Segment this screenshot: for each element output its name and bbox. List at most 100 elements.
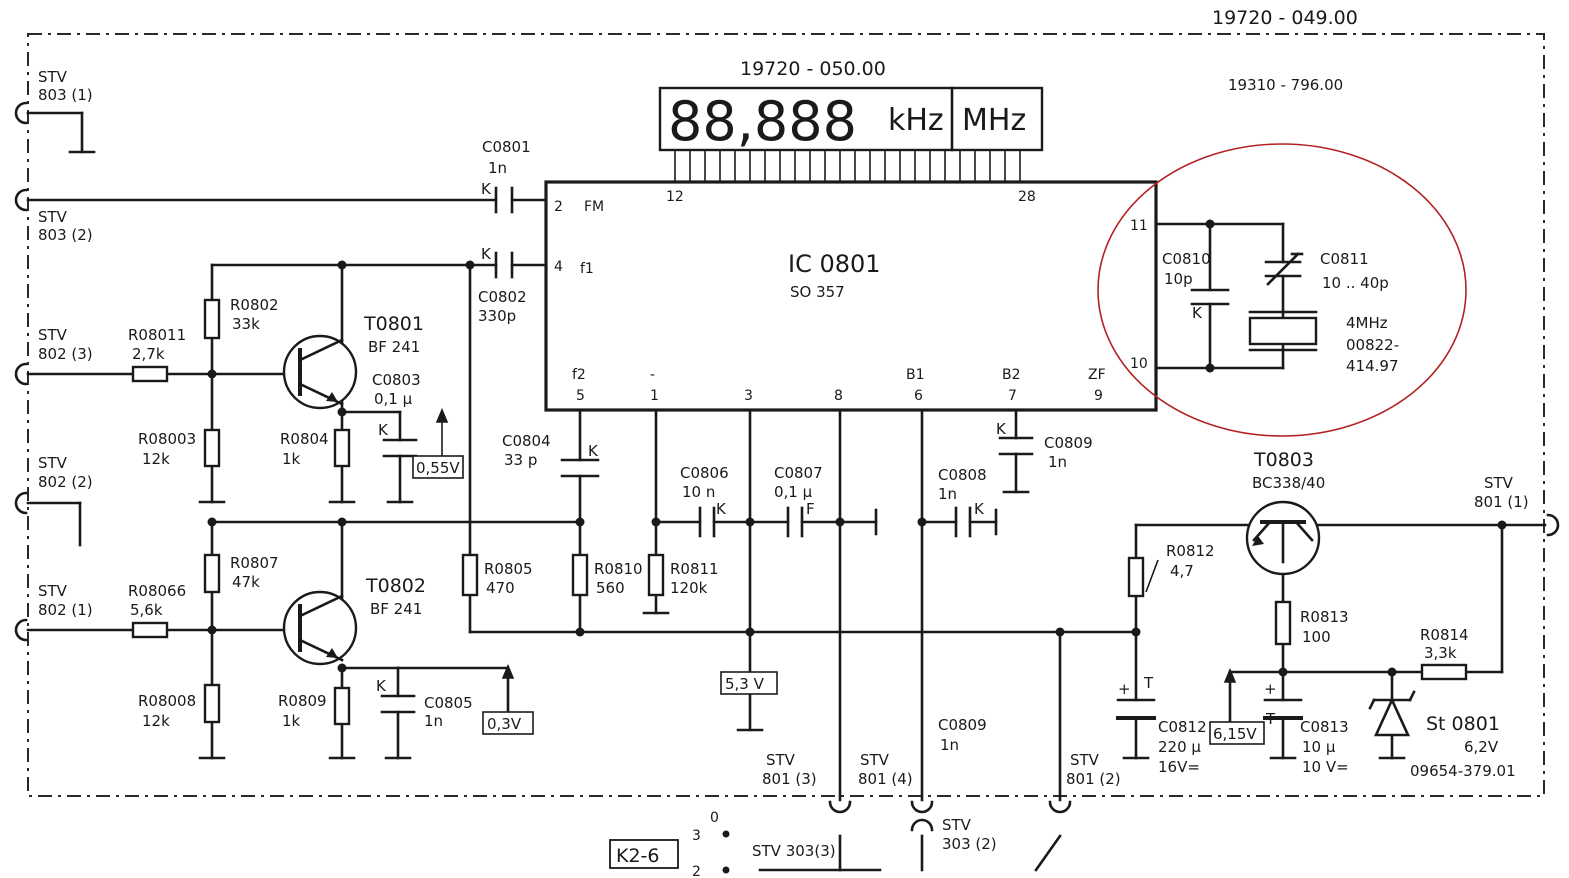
label-r0812-name: R0812	[1166, 542, 1215, 560]
label-c0802-value: 330p	[478, 307, 516, 325]
label-r08066-value: 5,6k	[130, 601, 163, 619]
label-r0814-value: 3,3k	[1424, 644, 1457, 662]
label-crystal-part-a: 00822-	[1346, 336, 1399, 354]
label-c0808-name: C0808	[938, 466, 987, 484]
label-stv803-2-a: STV	[38, 208, 68, 226]
ic-pin-b1-label: B1	[906, 367, 925, 383]
label-t0802-name: T0802	[365, 575, 426, 597]
label-r0811-name: R0811	[670, 560, 719, 578]
voltage-6-15v: 6,15V	[1213, 725, 1257, 743]
label-c0810-value: 10p	[1164, 270, 1193, 288]
connector-terminals	[14, 101, 1560, 832]
transistor-t0803	[1245, 500, 1321, 576]
resistor-r0809	[333, 686, 351, 726]
label-c0805-value: 1n	[424, 712, 443, 730]
display-unit-khz: kHz	[888, 103, 944, 138]
ic-pin-3: 3	[744, 388, 753, 404]
label-r0812-value: 4,7	[1170, 562, 1194, 580]
ic-pin-11: 11	[1130, 218, 1148, 234]
label-r08008-value: 12k	[142, 712, 170, 730]
label-stv802-1-a: STV	[38, 582, 68, 600]
mark-k-c0806: K	[716, 500, 727, 518]
ic-pin-2: 2	[554, 199, 563, 215]
crystal-assembly-number: 19310 - 796.00	[1228, 76, 1343, 94]
resistor-r08066	[131, 621, 169, 639]
resistor-r0805	[461, 553, 479, 597]
label-stv303-2-b: 303 (2)	[942, 835, 997, 853]
mark-k-c0808: K	[974, 500, 985, 518]
label-stv801-3-a: STV	[766, 751, 796, 769]
label-c0801-name: C0801	[482, 138, 531, 156]
ic-pin-8: 8	[834, 388, 843, 404]
mark-t-c0813: T	[1265, 710, 1276, 728]
ic-pin-fm-label: FM	[584, 199, 604, 215]
mark-t-c0812: T	[1143, 674, 1154, 692]
label-c0812-value: 220 µ	[1158, 738, 1201, 756]
ic-pin-b2-label: B2	[1002, 367, 1021, 383]
voltage-0-3v: 0,3V	[487, 715, 522, 733]
resistor-r0804	[333, 428, 351, 468]
ic-pin-5: 5	[576, 388, 585, 404]
crystal-4mhz	[1248, 316, 1318, 346]
label-stv801-1-a: STV	[1484, 474, 1514, 492]
label-c0802-name: C0802	[478, 288, 527, 306]
zener-st0801	[1368, 690, 1416, 737]
resistor-r0813	[1274, 600, 1292, 646]
label-t0803-name: T0803	[1253, 449, 1314, 471]
mark-f-c0807: F	[806, 500, 815, 518]
label-r0810-value: 560	[596, 579, 625, 597]
label-t0802-value: BF 241	[370, 600, 422, 618]
ic-0801: IC 0801 SO 357 12 28 2 FM 4 f1 11 10 f2 …	[544, 180, 1158, 412]
display-digits: 88,888	[668, 90, 857, 153]
label-stv801-4-b: 801 (4)	[858, 770, 913, 788]
ic-pin-minus-label: -	[650, 367, 655, 383]
label-r08066-name: R08066	[128, 582, 186, 600]
label-c0806-name: C0806	[680, 464, 729, 482]
label-c0809-value: 1n	[1048, 453, 1067, 471]
label-stv803-1-a: STV	[38, 68, 68, 86]
mark-k-c0804: K	[588, 442, 599, 460]
display-number: 19720 - 050.00	[740, 58, 886, 80]
label-c0806-value: 10 n	[682, 483, 715, 501]
label-stv801-2-b: 801 (2)	[1066, 770, 1121, 788]
switch-pos-2: 2	[692, 864, 701, 878]
label-c0804-value: 33 p	[504, 451, 537, 469]
ic-pin-12: 12	[666, 189, 684, 205]
label-c0811-value: 10 .. 40p	[1322, 274, 1389, 292]
component-labels: C0801 1n C0802 330p C0803 0,1 µ C0804 33…	[128, 138, 1516, 780]
switch-pos-3: 3	[692, 828, 701, 844]
mark-plus-c0813: +	[1264, 680, 1277, 698]
label-t0801-value: BF 241	[368, 338, 420, 356]
board-border	[27, 33, 1545, 797]
label-stv801-2-a: STV	[1070, 751, 1100, 769]
label-stv801-4-a: STV	[860, 751, 890, 769]
label-r0814-name: R0814	[1420, 626, 1469, 644]
switch-k2-6: K2-6 0 3 2	[609, 810, 719, 878]
mark-k-c0810: K	[1192, 304, 1203, 322]
label-r0802-name: R0802	[230, 296, 279, 314]
voltage-5-3v: 5,3 V	[725, 675, 765, 693]
ic-pin-28: 28	[1018, 189, 1036, 205]
ic-pin-zf-label: ZF	[1088, 367, 1106, 383]
voltage-arrows	[435, 407, 1237, 722]
label-r0807-name: R0807	[230, 554, 279, 572]
label-c0807-name: C0807	[774, 464, 823, 482]
mark-k-c0803: K	[378, 421, 389, 439]
resistor-r08008	[203, 683, 221, 724]
label-r0813-value: 100	[1302, 628, 1331, 646]
label-r08008-name: R08008	[138, 692, 196, 710]
label-stv803-1-b: 803 (1)	[38, 86, 93, 104]
label-r0811-value: 120k	[670, 579, 708, 597]
frequency-display: 88,888 kHz MHz	[658, 86, 1044, 182]
label-stv303-2-a: STV	[942, 816, 972, 834]
label-r0804-value: 1k	[282, 450, 301, 468]
switch-pos-0: 0	[710, 810, 719, 826]
label-stv801-1-b: 801 (1)	[1474, 493, 1529, 511]
transistor-t0802	[282, 590, 358, 666]
mark-k-c0809: K	[996, 420, 1007, 438]
ic-pin-6: 6	[914, 388, 923, 404]
resistors	[131, 298, 1468, 726]
label-r08003-value: 12k	[142, 450, 170, 468]
mark-k-c0802: K	[481, 245, 492, 263]
mark-k-c0801: K	[481, 180, 492, 198]
